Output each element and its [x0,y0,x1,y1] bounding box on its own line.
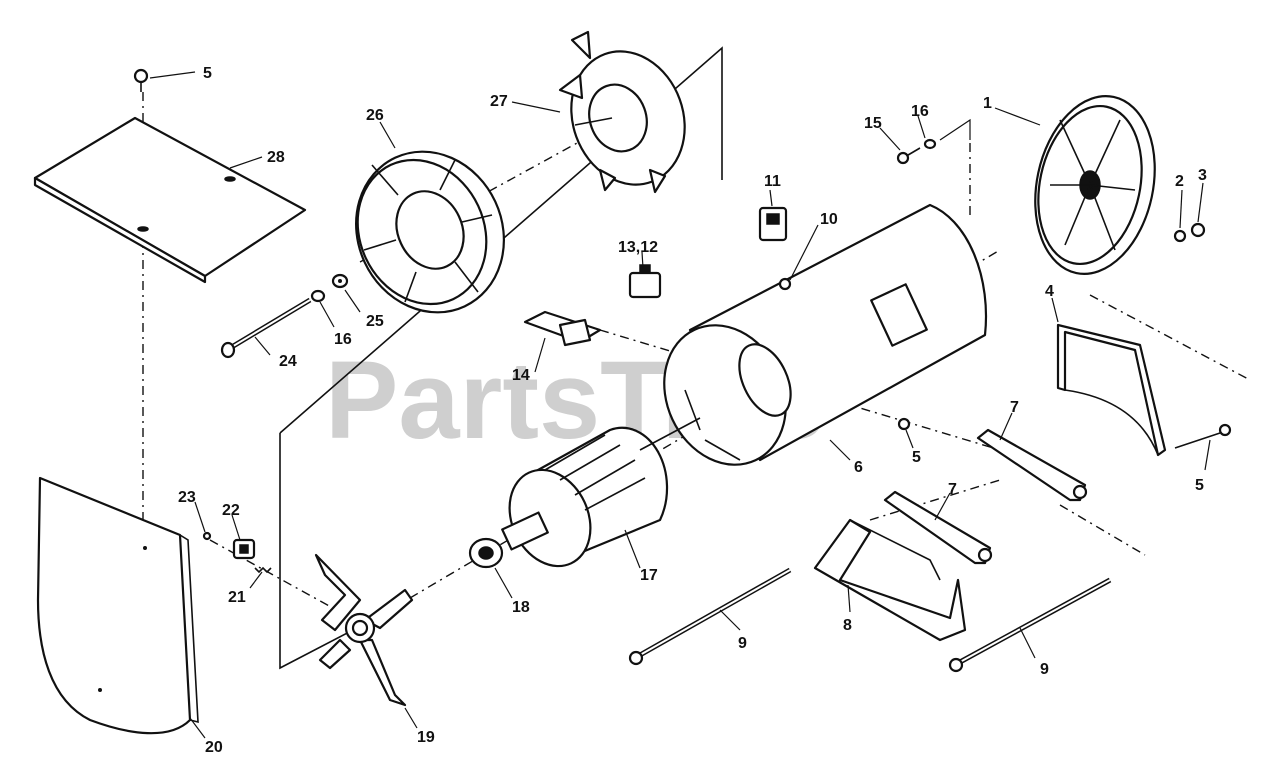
callout-5-top: 5 [203,65,212,82]
callout-14: 14 [512,367,530,384]
washer-part-2 [1173,229,1187,243]
spring-part-21 [254,566,272,574]
through-bolt-part-9-right [948,577,1112,673]
fan-impeller-part-27 [558,30,686,194]
screw-part-23 [202,531,212,541]
callout-23: 23 [178,489,196,506]
callout-4: 4 [1045,283,1054,300]
fan-shroud-part-26 [355,150,505,314]
callout-28: 28 [267,149,285,166]
bracket-part-14 [523,310,602,347]
foot-part-7-lower [883,490,993,565]
callout-26: 26 [366,107,384,124]
fan-part-19 [314,553,414,707]
leader-lines [149,71,1211,739]
callout-3: 3 [1198,167,1207,184]
screw-part-5-mid [897,417,911,431]
callout-7-lower: 7 [948,481,957,498]
callout-22: 22 [222,502,240,519]
washer-part-16-right [923,138,937,150]
callout-2: 2 [1175,173,1184,190]
through-bolt-part-9-left [628,567,792,666]
washer-part-16 [310,289,326,303]
callout-18: 18 [512,599,530,616]
switch-part-11 [758,206,788,242]
nut-part-3 [1190,222,1206,238]
connector-part-22 [232,538,256,560]
washer-part-25 [331,273,349,289]
callout-24: 24 [279,353,297,370]
callout-25: 25 [366,313,384,330]
bolt-part-24 [220,297,312,359]
callout-7-upper: 7 [1010,399,1019,416]
screw-part-15 [896,147,921,165]
callout-11: 11 [764,173,781,190]
callout-21: 21 [228,589,246,606]
rear-cover-part-20 [36,476,199,735]
base-bracket-part-8 [813,518,967,642]
armature-part-17 [501,417,701,568]
callout-8: 8 [843,617,852,634]
baffle-part-4 [1056,323,1167,457]
callout-1: 1 [983,95,992,112]
callout-5-right: 5 [1195,477,1204,494]
top-cover-part-28 [33,116,307,284]
capacitor-part-13-12 [628,264,662,299]
callout-9-right: 9 [1040,661,1049,678]
screw-part-10 [778,277,792,291]
callout-9-left: 9 [738,635,747,652]
screw-part-5-right [1174,423,1232,449]
callout-20: 20 [205,739,223,756]
callout-27: 27 [490,93,508,110]
callout-6: 6 [854,459,863,476]
callout-16-right: 16 [911,103,929,120]
callout-15: 15 [864,115,882,132]
callout-13-12: 13,12 [618,239,658,256]
callout-17: 17 [640,567,658,584]
callout-5-mid: 5 [912,449,921,466]
bearing-part-18 [468,537,504,569]
stator-frame-part-6 [663,203,988,466]
callout-16-left: 16 [334,331,352,348]
foot-part-7-upper [976,428,1088,502]
screw-part-5-top [133,68,149,92]
callout-10: 10 [820,211,838,228]
callout-labels: 5 28 26 27 15 16 1 2 3 11 10 13,12 14 4 … [178,65,1207,756]
end-bracket-part-1 [1034,95,1156,275]
callout-19: 19 [417,729,435,746]
